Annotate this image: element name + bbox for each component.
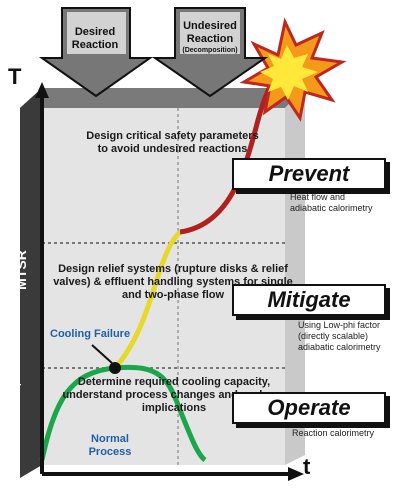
x-axis-label: t bbox=[303, 454, 311, 479]
prevent-zone-text: Design critical safety parameters to avo… bbox=[60, 130, 285, 156]
tp-label: TP bbox=[4, 380, 23, 395]
mitigate-zone-text: Design relief systems (rupture disks & r… bbox=[48, 263, 298, 302]
mitigate-note-line3: adiabatic calorimetry bbox=[298, 342, 381, 352]
prevent-note-line2: adiabatic calorimetry bbox=[290, 203, 373, 213]
normal-label-line2: Process bbox=[88, 446, 132, 458]
tp-label-sub: P bbox=[13, 379, 24, 386]
operate-text-line2: understand process changes and scale-up bbox=[62, 389, 286, 401]
operate-note-line1: Reaction calorimetry bbox=[292, 428, 375, 438]
undesired-label-line2: Reaction bbox=[186, 33, 234, 45]
mitigate-text-line3: and two-phase flow bbox=[121, 289, 225, 301]
normal-label-line1: Normal bbox=[91, 433, 129, 445]
tp-label-main: T bbox=[4, 385, 22, 396]
undesired-label-line3: (Decomposition) bbox=[182, 47, 238, 54]
mitigate-note-line1: Using Low-phi factor bbox=[298, 320, 381, 330]
undesired-reaction-label: Undesired Reaction (Decomposition) bbox=[172, 20, 248, 55]
desired-label-line1: Desired bbox=[74, 26, 116, 38]
mitigate-stage-box: Mitigate bbox=[232, 284, 386, 316]
operate-zone-text: Determine required cooling capacity, und… bbox=[58, 376, 290, 415]
mtsr-label: MTSR bbox=[13, 250, 29, 290]
y-axis-arrowhead bbox=[35, 82, 49, 98]
prevent-stage-box: Prevent bbox=[232, 158, 386, 190]
mitigate-text-line1: Design relief systems (rupture disks & r… bbox=[58, 263, 288, 275]
prevent-text-line2: to avoid undesired reactions bbox=[97, 143, 248, 155]
normal-process-curve bbox=[39, 364, 207, 463]
desired-reaction-label: Desired Reaction bbox=[64, 26, 126, 52]
x-axis-arrowhead bbox=[288, 467, 304, 481]
cooling-failure-pointer bbox=[91, 344, 113, 364]
operate-text-line3: implications bbox=[141, 402, 207, 414]
normal-process-label: Normal Process bbox=[80, 433, 140, 459]
desired-label-line2: Reaction bbox=[71, 39, 119, 51]
prevent-note-line1: Heat flow and bbox=[290, 192, 346, 202]
undesired-reaction-arrow bbox=[151, 7, 269, 98]
operate-note: Reaction calorimetry bbox=[292, 428, 392, 439]
mitigate-note-line2: (directly scalable) bbox=[298, 331, 369, 341]
undesired-label-line1: Undesired bbox=[183, 20, 237, 32]
cooling-failure-label: Cooling Failure bbox=[50, 328, 131, 340]
explosion-core bbox=[260, 45, 318, 100]
cooling-failure-curve bbox=[113, 230, 182, 370]
prevent-text-line1: Design critical safety parameters bbox=[86, 130, 259, 142]
desired-reaction-arrow bbox=[38, 7, 154, 98]
operate-text-line1: Determine required cooling capacity, bbox=[77, 376, 271, 388]
mitigate-note: Using Low-phi factor (directly scalable)… bbox=[298, 320, 398, 353]
operate-stage-box: Operate bbox=[232, 392, 386, 424]
cooling-failure-point bbox=[109, 362, 121, 374]
panel-side-wall bbox=[20, 88, 42, 478]
y-axis-label: T bbox=[8, 64, 22, 89]
prevent-note: Heat flow and adiabatic calorimetry bbox=[290, 192, 395, 214]
